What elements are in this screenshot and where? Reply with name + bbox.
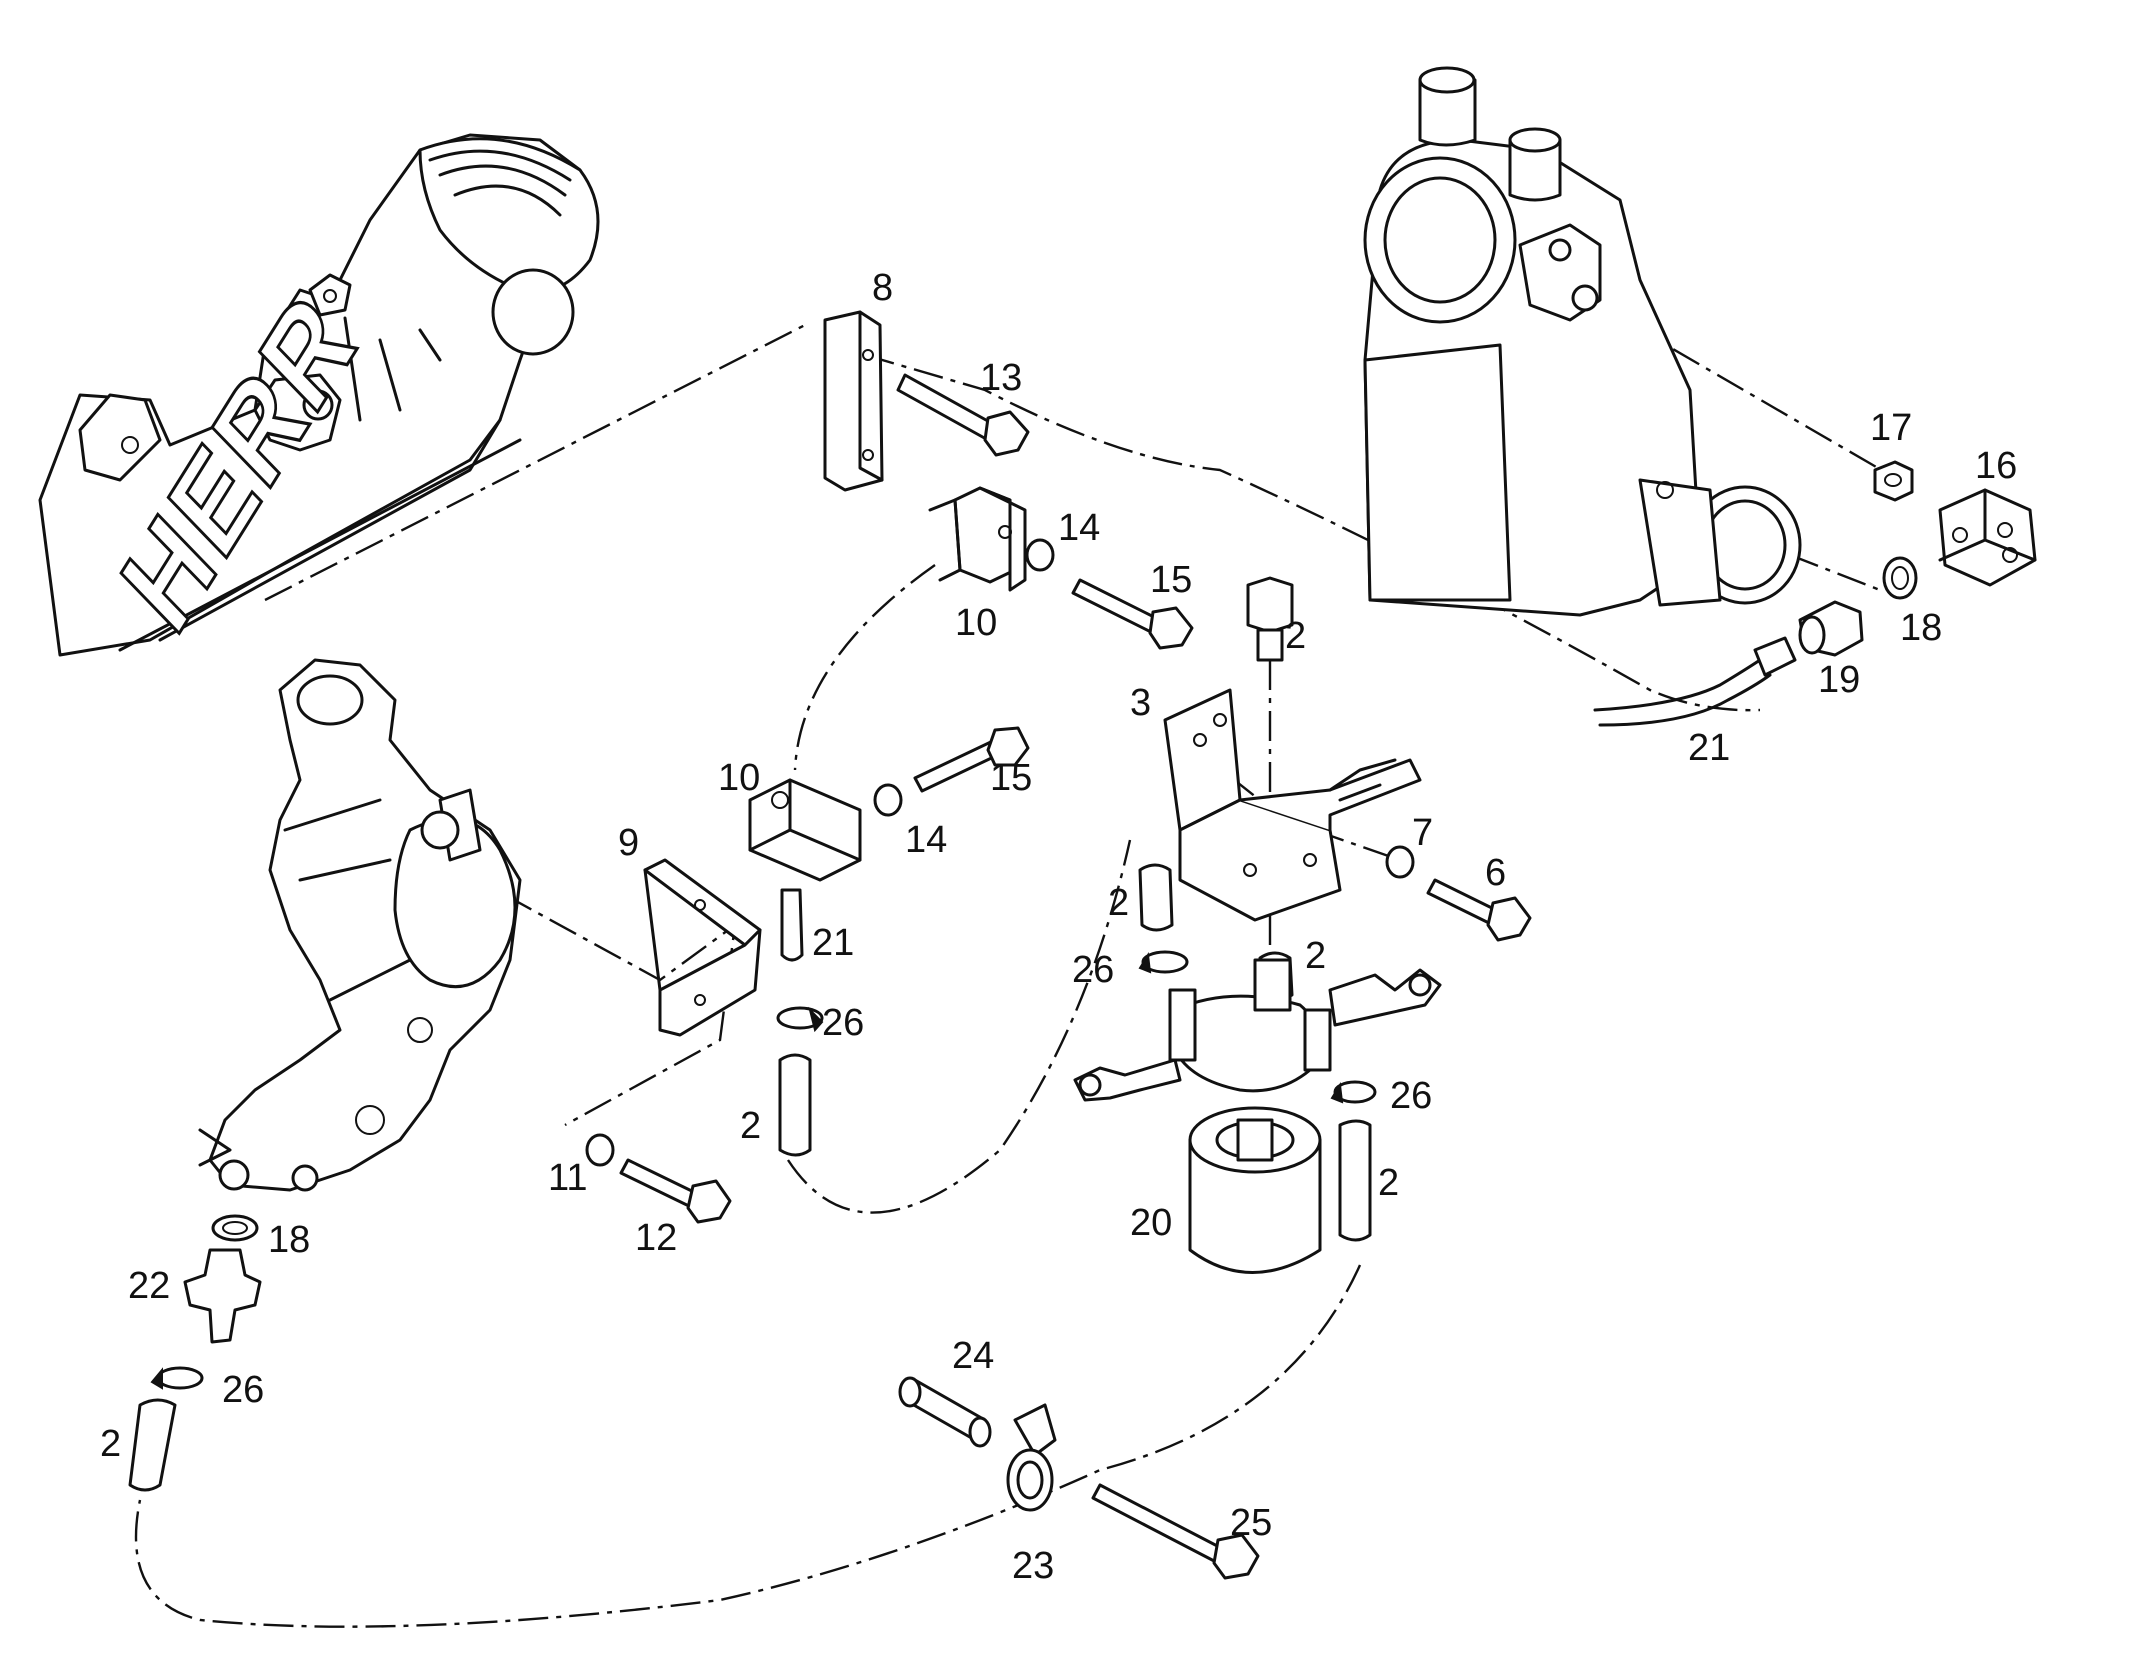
washer-18-right	[1882, 556, 1918, 600]
hose-2-c	[778, 1053, 812, 1157]
callout: 14	[1058, 507, 1100, 549]
connector-block-16	[1938, 488, 2037, 587]
callout: 25	[1230, 1502, 1272, 1544]
spacer-block-10-lower	[748, 778, 862, 882]
bolt-13	[896, 373, 1030, 457]
callout: 3	[1130, 682, 1151, 724]
callout: 21	[1688, 727, 1730, 769]
callout: 15	[990, 757, 1032, 799]
callout: 7	[1412, 812, 1433, 854]
washer-14-lower	[873, 783, 903, 817]
callout: 18	[1900, 607, 1942, 649]
callout-labels: 8 13 14 15 10 2 3 10 15 14 9 7 6 2 21 2 …	[100, 267, 2017, 1587]
callout: 12	[635, 1217, 677, 1259]
bracket-plate-8	[823, 310, 884, 492]
callout: 24	[952, 1335, 994, 1377]
filter-head-assembly	[1073, 958, 1442, 1102]
callout: 9	[618, 822, 639, 864]
fitting-19	[1798, 600, 1864, 657]
callout: 18	[268, 1219, 310, 1261]
callout: 2	[1108, 882, 1129, 924]
callout: 2	[1305, 935, 1326, 977]
callout: 22	[128, 1265, 170, 1307]
callout: 11	[548, 1157, 587, 1199]
bolt-15-lower	[913, 726, 1030, 793]
callout: 16	[1975, 445, 2017, 487]
hose-2-a	[1138, 863, 1174, 932]
bolt-6	[1426, 878, 1532, 942]
hose-clamp-26-d	[150, 1366, 204, 1390]
filter-element-20	[1188, 1106, 1322, 1274]
hose-clamp-26-c	[1330, 1080, 1377, 1104]
hose-nipple-21	[780, 888, 804, 962]
filter-housing	[1363, 66, 1802, 617]
callout: 26	[1072, 949, 1114, 991]
callout: 26	[222, 1369, 264, 1411]
bolt-25	[1091, 1483, 1260, 1580]
callout: 2	[1378, 1162, 1399, 1204]
angle-bracket-9	[643, 858, 762, 1037]
callout: 10	[718, 757, 760, 799]
spacer-block-10-upper	[928, 486, 1027, 592]
callout: 21	[812, 922, 854, 964]
washer-11	[585, 1133, 615, 1167]
bolt-15-upper	[1071, 578, 1194, 650]
screw-2-vertical	[1246, 576, 1294, 662]
nut-17	[1873, 460, 1914, 502]
callout: 2	[1285, 615, 1306, 657]
angle-bracket-3	[1163, 688, 1422, 922]
callout: 23	[1012, 1545, 1054, 1587]
exhaust-manifold	[38, 133, 600, 657]
callout: 2	[100, 1423, 121, 1465]
callout: 19	[1818, 659, 1860, 701]
hose-clamp-26-a	[776, 1006, 824, 1033]
callout: 26	[822, 1002, 864, 1044]
p-clip-23	[1006, 1403, 1057, 1512]
callout: 20	[1130, 1202, 1172, 1244]
hose-2-e	[128, 1398, 177, 1492]
callout: 10	[955, 602, 997, 644]
callout: 26	[1390, 1075, 1432, 1117]
callout: 14	[905, 819, 947, 861]
fuel-line-21	[1593, 636, 1797, 727]
bolt-12	[619, 1158, 732, 1224]
callout: 17	[1870, 407, 1912, 449]
washer-7	[1385, 845, 1415, 879]
callout: 6	[1485, 852, 1506, 894]
washer-18-left	[211, 1214, 259, 1242]
washer-14-upper	[1025, 538, 1055, 572]
callout: 15	[1150, 559, 1192, 601]
callout: 8	[872, 267, 893, 309]
hose-2-d	[1338, 1119, 1372, 1242]
callout: 13	[980, 357, 1022, 399]
sleeve-24	[898, 1376, 992, 1448]
engine-block	[198, 658, 522, 1192]
hose-clamp-26-b	[1138, 950, 1189, 974]
callout: 2	[740, 1105, 761, 1147]
union-fitting-22	[183, 1248, 262, 1344]
